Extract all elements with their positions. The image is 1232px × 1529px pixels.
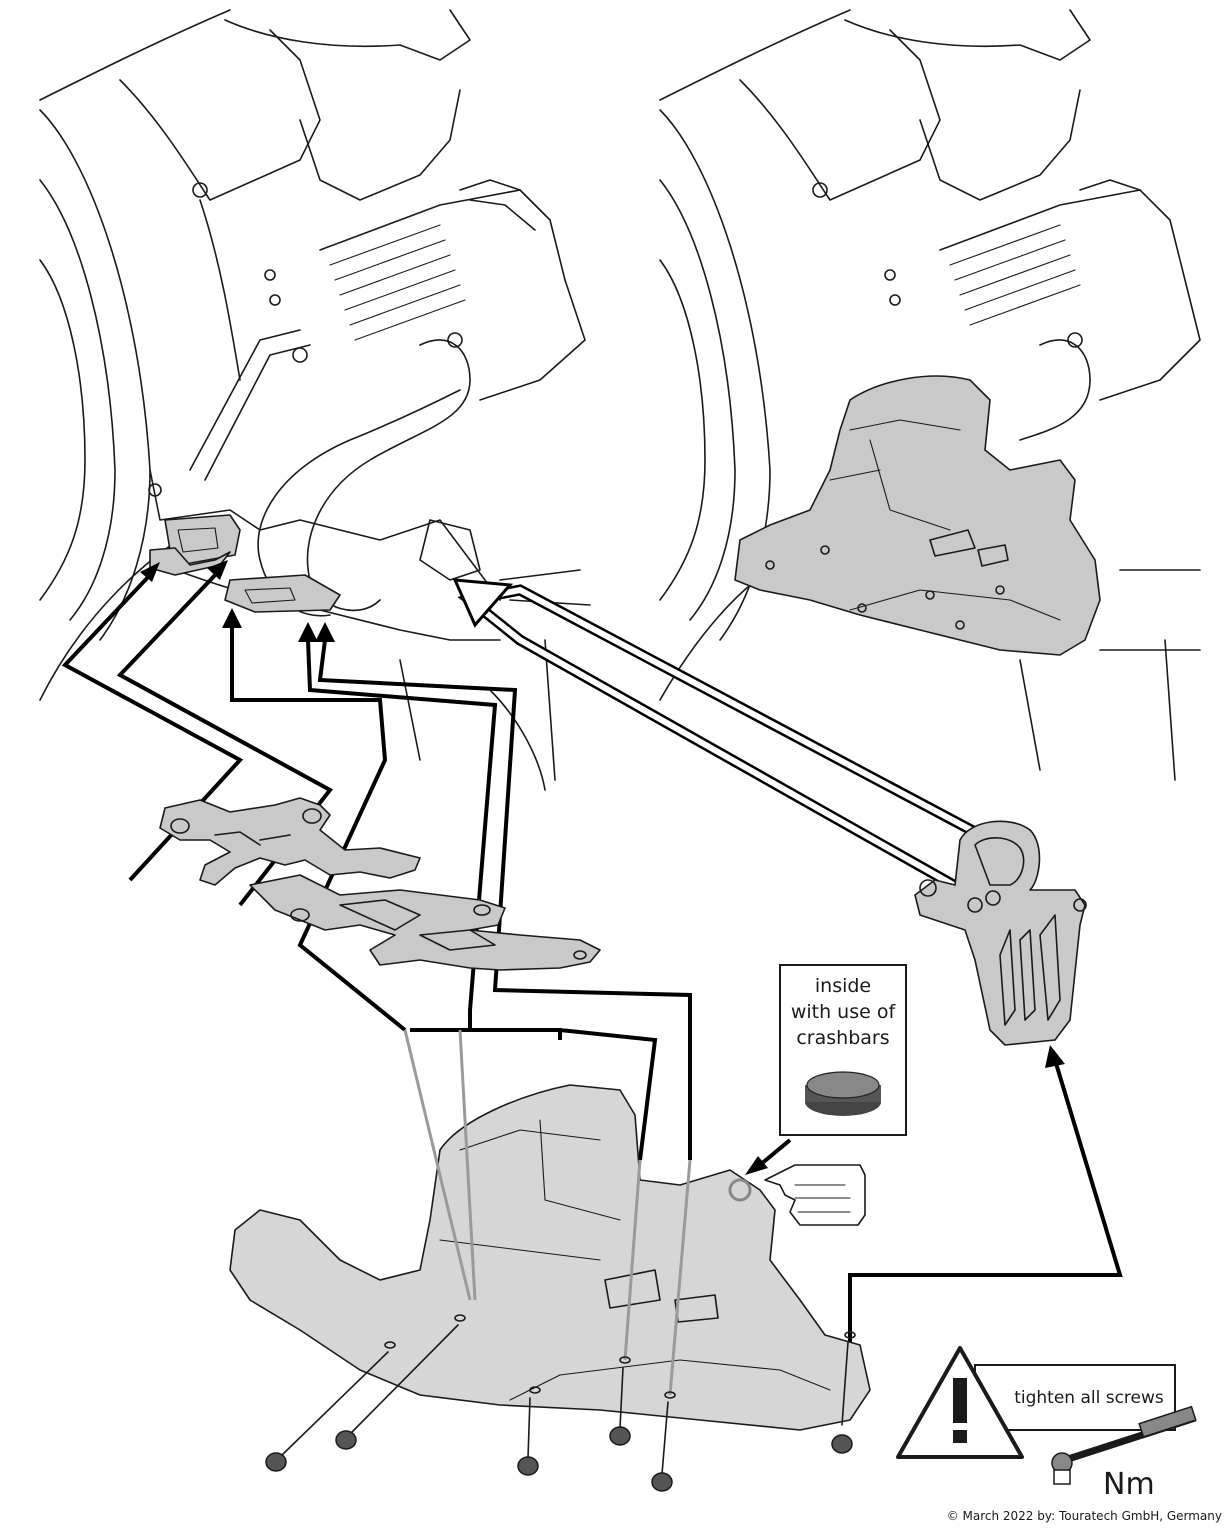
arrow-head-5 xyxy=(315,622,335,642)
warning-text: tighten all screws xyxy=(1014,1388,1164,1408)
screw-icon xyxy=(265,1351,389,1472)
motorcycle-right-view xyxy=(659,9,1201,781)
screw-icon xyxy=(517,1397,539,1476)
hollow-arrow-head xyxy=(452,578,514,628)
callout-line-2: with use of xyxy=(791,1001,897,1023)
assembly-arrows xyxy=(61,560,1123,1350)
crashbar-bracket xyxy=(914,820,1087,1046)
torque-wrench-icon xyxy=(1051,1405,1197,1485)
bracket-plate-upper xyxy=(159,797,421,886)
plug-callout: inside with use of crashbars xyxy=(779,964,907,1136)
screw-icon xyxy=(609,1367,631,1446)
motorcycle-left-view xyxy=(39,9,591,791)
screw-icon xyxy=(831,1341,853,1454)
torque-warning: tighten all screws Nm xyxy=(896,1346,1197,1502)
arrow-head-4 xyxy=(298,622,318,642)
arrow-head-bracket xyxy=(1045,1045,1065,1068)
copyright-text: © March 2022 by: Touratech GmbH, Germany xyxy=(947,1509,1222,1523)
arrow-head-3 xyxy=(222,608,242,628)
arrow-head-2 xyxy=(207,560,228,580)
callout-line-1: inside xyxy=(815,975,871,997)
plug-hole xyxy=(728,1178,752,1202)
pointing-hand-icon xyxy=(764,1164,866,1226)
torque-unit: Nm xyxy=(1103,1467,1155,1502)
warning-triangle-icon xyxy=(896,1346,1024,1459)
skid-plate xyxy=(229,1029,871,1431)
screw-icon xyxy=(651,1401,673,1492)
callout-line-3: crashbars xyxy=(796,1027,889,1049)
rubber-plug-icon xyxy=(805,1071,881,1116)
screws xyxy=(265,1324,853,1492)
screw-icon xyxy=(335,1324,459,1450)
bracket-plate-lower xyxy=(249,874,601,971)
arrow-head-callout xyxy=(745,1156,768,1175)
arrow-head-1 xyxy=(140,562,160,582)
